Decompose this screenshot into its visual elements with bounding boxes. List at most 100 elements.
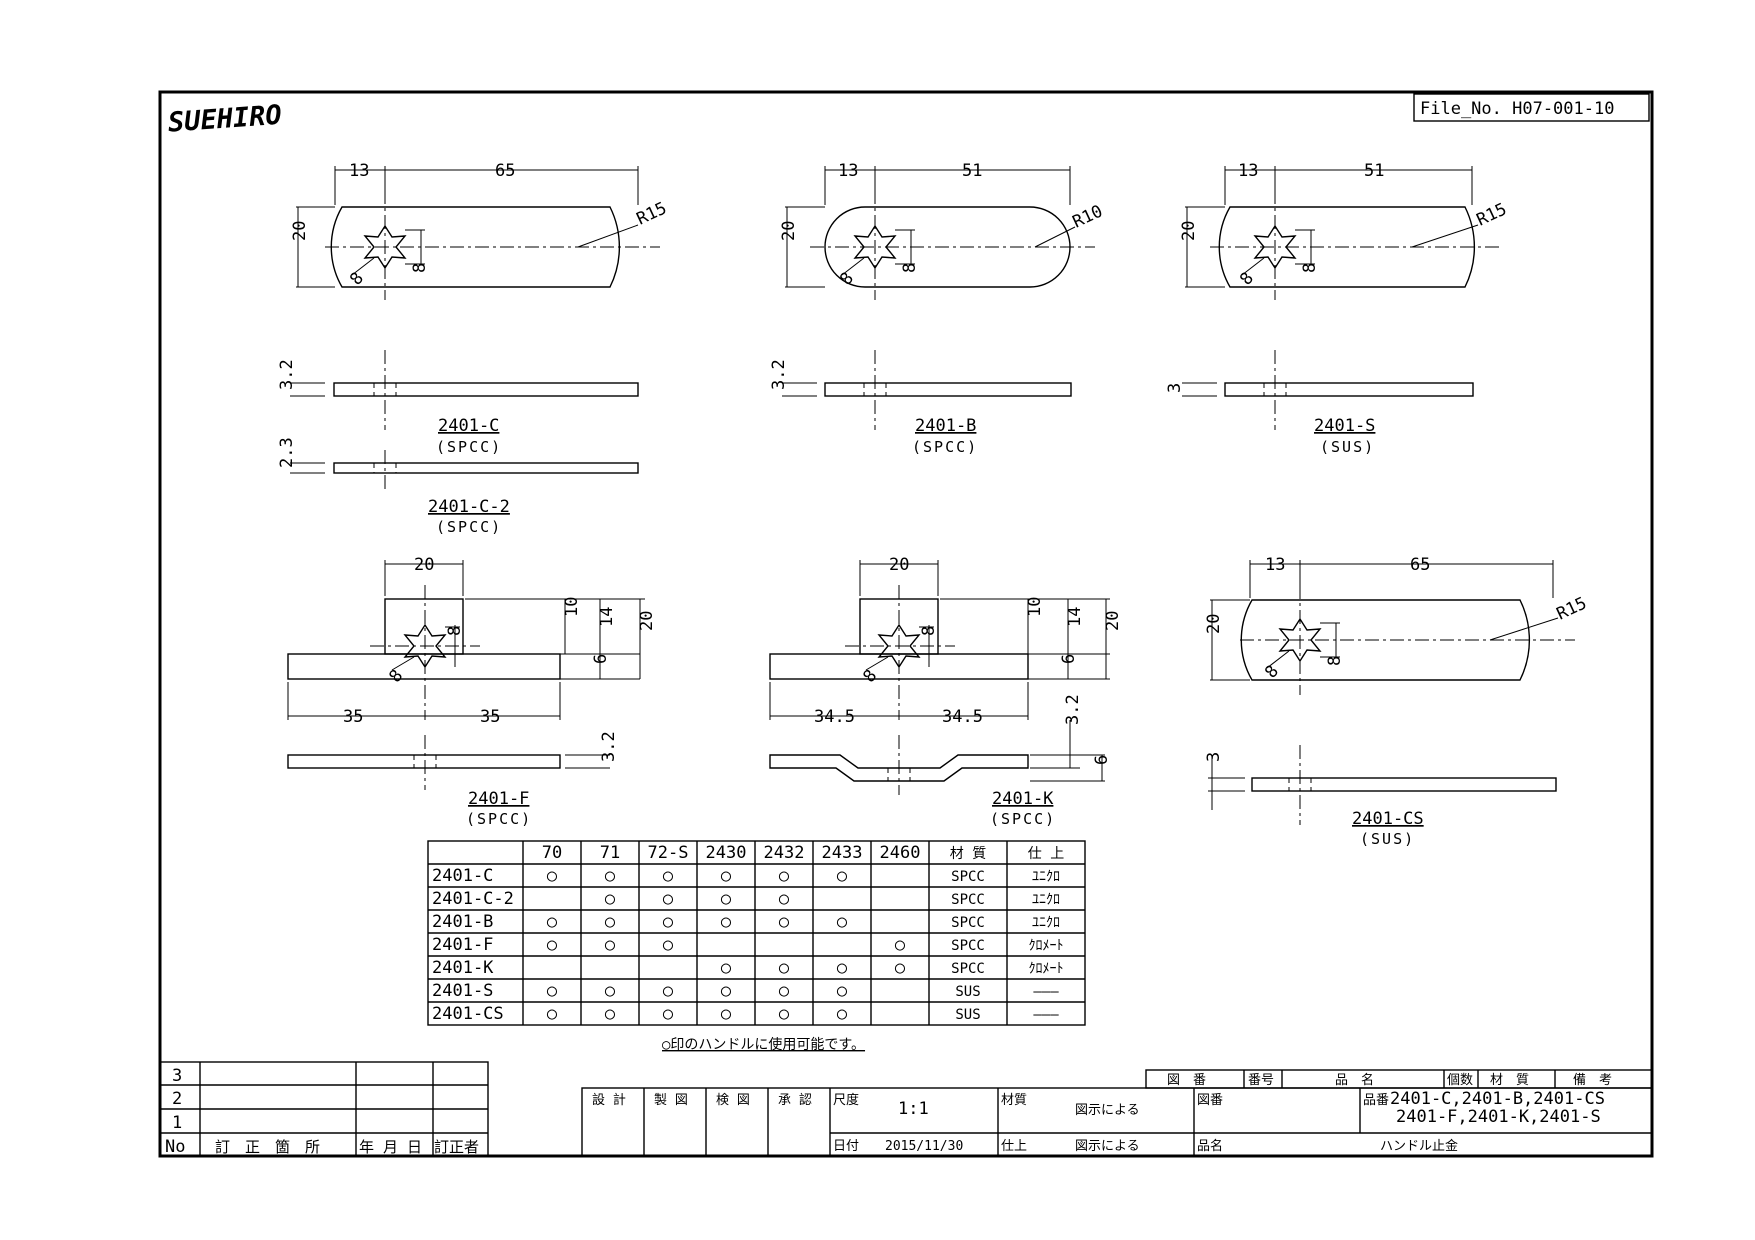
dim-text: 51 [962,161,982,181]
dim-text: 34.5 [814,707,855,727]
dim-text: 10 [562,597,582,617]
material-value: 図示による [1075,1103,1140,1118]
view-2401-c-top: 13 65 R15 20 8 8 [290,161,670,300]
dim-text: 51 [1364,161,1384,181]
table-cell: SPCC [951,869,985,885]
parts-header: 個数 [1447,1073,1473,1088]
dim-text: 6 [1092,755,1112,765]
dim-text: 2.3 [277,437,297,468]
table-cell: 2401-K [432,958,494,978]
table-cell: ○ [547,866,558,886]
dim-text: 13 [349,161,369,181]
dim-text: 14 [1065,607,1085,627]
label-2401-c: 2401-C [438,416,499,436]
name-value: ハンドル止金 [1380,1138,1458,1154]
dim-text: 3 [1204,752,1224,762]
dim-text: 8 [1236,269,1258,290]
table-cell: ○ [605,981,616,1001]
table-cell: ○ [779,866,790,886]
table-cell: ○ [779,981,790,1001]
revision-block: 3 2 1 No 訂 正 箇 所 年 月 日 訂正者 [159,1061,489,1157]
dim-text: 35 [343,707,363,727]
table-cell: 2401-C-2 [432,889,514,909]
material-2401-b: (SPCC) [912,438,978,456]
table-cell: 2401-CS [432,1004,504,1024]
dim-text: R15 [634,198,670,229]
drawing-no-label: 図番 [1197,1093,1223,1108]
dim-text: 3.2 [277,359,297,390]
label-2401-cs: 2401-CS [1352,809,1424,829]
table-cell: ○ [663,981,674,1001]
parts-header: 備 考 [1573,1072,1612,1088]
dim-text: 13 [1265,555,1285,575]
dim-text: 3.2 [599,731,619,762]
view-2401-c-side: 3.2 2.3 [277,350,639,490]
table-cell: SPCC [951,915,985,931]
table-cell: ○ [721,866,732,886]
parts-header: 品 名 [1335,1072,1374,1088]
date-label: 日付 [833,1139,859,1154]
date-value: 2015/11/30 [885,1139,963,1154]
table-cell: ○ [605,866,616,886]
table-cell: ｸﾛﾒｰﾄ [1029,961,1064,977]
dim-text: 8 [385,666,407,687]
revision-no: 1 [172,1113,182,1133]
dim-text: 6 [591,654,611,664]
material-2401-k: (SPCC) [990,810,1056,828]
dim-text: 65 [1410,555,1430,575]
revision-header: 訂正者 [434,1138,479,1156]
table-header-cell: 71 [600,843,620,863]
parts-header: 材 質 [1490,1073,1529,1088]
part-no-line1: 2401-C,2401-B,2401-CS [1390,1089,1605,1109]
label-2401-c-2: 2401-C-2 [428,497,510,517]
view-2401-f-top: 20 10 14 20 8 8 6 35 35 [287,555,657,727]
revision-no: 3 [172,1066,182,1086]
table-cell: ○ [895,958,906,978]
table-cell: 2401-C [432,866,493,886]
revision-header: 訂 正 箇 所 [215,1138,320,1156]
table-cell: ○ [779,958,790,978]
label-2401-f: 2401-F [468,789,529,809]
part-no-line2: 2401-F,2401-K,2401-S [1396,1107,1601,1127]
dim-text: R10 [1070,201,1106,232]
table-header-cell: 材 質 [950,846,986,862]
dim-text: 8 [410,263,430,273]
dim-text: 14 [597,607,617,627]
table-cell: ○ [837,1004,848,1024]
material-2401-f: (SPCC) [466,810,532,828]
approval-label: 製 図 [654,1093,688,1108]
table-cell: ○ [663,866,674,886]
table-header-cell: 2432 [764,843,805,863]
title-block: 図 番 番号 品 名 個数 材 質 備 考 設 計 製 図 検 図 承 認 尺度… [581,1069,1653,1157]
dim-text: 3.2 [1063,694,1083,725]
table-cell: ○ [605,889,616,909]
view-2401-b-side: 3.2 [769,350,1072,430]
part-no-label: 品番 [1363,1093,1389,1108]
table-header-cell: 70 [542,843,562,863]
dim-text: 8 [859,666,881,687]
table-cell: ○ [837,866,848,886]
view-2401-k-top: 20 10 14 20 8 8 6 34.5 34.5 [769,555,1123,727]
material-label: 材質 [1001,1093,1027,1108]
dim-text: 20 [779,221,799,241]
material-2401-cs: (SUS) [1360,830,1415,848]
view-2401-b-top: 13 51 R10 20 8 8 [779,161,1106,300]
table-cell: ○ [605,912,616,932]
scale-value: 1:1 [898,1099,929,1119]
table-cell: ｸﾛﾒｰﾄ [1029,938,1064,954]
material-2401-c-2: (SPCC) [436,518,502,536]
table-cell: ——— [1033,984,1059,1000]
parts-header: 番号 [1248,1073,1274,1088]
table-cell: ﾕﾆｸﾛ [1032,869,1060,885]
table-cell: ﾕﾆｸﾛ [1032,915,1060,931]
table-cell: ○ [663,912,674,932]
dim-text: 20 [1103,611,1123,631]
table-cell: 2401-F [432,935,493,955]
table-cell: ○ [779,889,790,909]
dim-text: 3.2 [769,359,789,390]
table-cell: 2401-B [432,912,493,932]
revision-no: 2 [172,1089,182,1109]
table-cell: ○ [663,1004,674,1024]
